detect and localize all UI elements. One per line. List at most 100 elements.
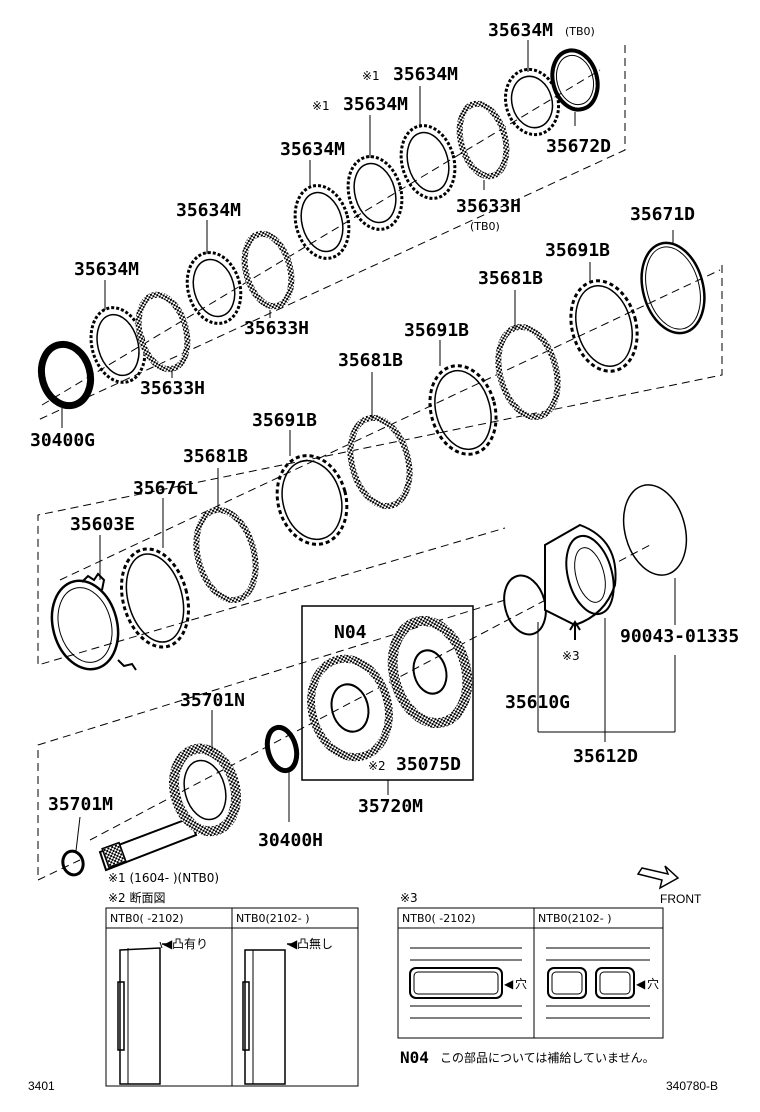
label-35681B-c: 35681B xyxy=(183,446,248,467)
section-table-2-text: NTB0( -2102) NTB0(2102- ) 凸有り 凸無し ◀ ◀ xyxy=(110,912,333,951)
label-35634M-3: 35634M xyxy=(280,139,345,160)
label-35634M-n1a: 35634M xyxy=(393,64,458,85)
label-tb0-b: (TB0) xyxy=(470,220,500,233)
front-label: FRONT xyxy=(660,892,702,906)
label-35681B-a: 35681B xyxy=(478,268,543,289)
table3-col1: NTB0( -2102) xyxy=(402,912,476,925)
disc-35634M-c xyxy=(293,184,351,260)
plate-35633H-tb0 xyxy=(456,100,510,180)
footnote-code: N04 xyxy=(400,1048,429,1067)
o-ring-90043 xyxy=(622,484,688,576)
label-mark3: ※3 xyxy=(562,649,580,663)
front-arrow: FRONT xyxy=(636,865,702,906)
label-35603E: 35603E xyxy=(70,514,135,535)
ring-35672D xyxy=(550,48,600,112)
plate-35691B-b xyxy=(428,364,498,456)
label-35671D: 35671D xyxy=(630,204,695,225)
plate-35676L xyxy=(119,547,191,649)
label-35633H-tb0: 35633H xyxy=(456,196,521,217)
label-30400H: 30400H xyxy=(258,830,323,851)
footer-right: 340780-B xyxy=(666,1079,718,1093)
label-N04: N04 xyxy=(334,622,367,643)
label-30400G: 30400G xyxy=(30,430,95,451)
notes: ※1 (1604- )(NTB0) ※2 断面図 ※3 xyxy=(108,871,418,905)
label-35691B-a: 35691B xyxy=(545,240,610,261)
table2-label1: 凸有り xyxy=(172,937,208,951)
plate-35691B-c xyxy=(569,279,639,373)
top-clutch-pack xyxy=(37,48,600,410)
footer: 3401 340780-B xyxy=(28,1079,718,1093)
drum-35612D xyxy=(544,523,617,627)
table3-label2: 穴 xyxy=(647,976,659,991)
section-table-3-text: NTB0( -2102) NTB0(2102- ) ◀ 穴 ◀ 穴 xyxy=(402,912,659,991)
disc-35634M-d xyxy=(346,155,404,231)
hole-split-a xyxy=(547,967,587,999)
ring-35671D xyxy=(640,241,706,335)
note-1: ※1 (1604- )(NTB0) xyxy=(108,871,219,885)
gear-35701N xyxy=(169,743,241,837)
label-mark1-b: ※1 xyxy=(312,99,330,113)
label-35612D: 35612D xyxy=(573,746,638,767)
seal-35610G xyxy=(503,574,547,636)
table3-label1: 穴 xyxy=(515,976,527,991)
plate-35681B-b xyxy=(347,414,413,510)
label-35634M-4: 35634M xyxy=(176,200,241,221)
label-35691B-b: 35691B xyxy=(404,320,469,341)
snap-ring-30400G xyxy=(37,340,95,410)
ring-gear-35075D xyxy=(387,615,473,729)
label-35633H-b: 35633H xyxy=(140,378,205,399)
label-35672D: 35672D xyxy=(546,136,611,157)
front-arrow-icon xyxy=(636,865,680,890)
label-35701N: 35701N xyxy=(180,690,245,711)
washer-35701M xyxy=(61,849,85,877)
label-35634M-n1b: 35634M xyxy=(343,94,408,115)
label-tb0-a: (TB0) xyxy=(565,25,595,38)
note-3: ※3 xyxy=(400,891,418,905)
label-35610G: 35610G xyxy=(505,692,570,713)
label-mark2: ※2 xyxy=(368,759,386,773)
section-with-bump xyxy=(117,947,161,1085)
plate-35681B-c xyxy=(495,323,561,421)
plate-35633H-a xyxy=(135,291,191,373)
leader-lines xyxy=(61,40,676,852)
arrow-left-icon-4: ◀ xyxy=(636,977,646,991)
carrier-35603E xyxy=(50,579,120,671)
arrow-mark3 xyxy=(569,620,581,640)
table2-col1: NTB0( -2102) xyxy=(110,912,184,925)
disc-35634M-e xyxy=(399,124,457,200)
lower-assembly xyxy=(61,484,688,877)
plate-35681B-a xyxy=(193,506,259,604)
disc-35634M-b xyxy=(185,251,243,325)
hole-wide xyxy=(409,967,503,999)
washer-30400H xyxy=(264,724,300,774)
arrow-left-icon-3: ◀ xyxy=(504,977,514,991)
table2-label2: 凸無し xyxy=(297,936,333,951)
section-without-bump xyxy=(242,949,286,1085)
footer-left: 3401 xyxy=(28,1079,55,1093)
label-35634M-tb0: 35634M xyxy=(488,20,553,41)
table3-col2: NTB0(2102- ) xyxy=(538,912,612,925)
planetary-N04 xyxy=(307,654,393,762)
plate-35633H-b xyxy=(241,230,295,310)
label-35720M: 35720M xyxy=(358,796,423,817)
label-35691B-c: 35691B xyxy=(252,410,317,431)
part-labels: 35634M (TB0) ※1 35634M ※1 35634M 35672D … xyxy=(30,20,739,851)
label-35634M-5: 35634M xyxy=(74,259,139,280)
hole-split-b xyxy=(595,967,635,999)
footnote: N04 この部品については補給していません。 xyxy=(400,1048,655,1067)
plate-35691B-a xyxy=(275,454,349,546)
disc-35634M-tb0 xyxy=(503,67,561,137)
label-mark1-a: ※1 xyxy=(362,69,380,83)
middle-clutch-pack xyxy=(50,241,706,671)
label-35681B-b: 35681B xyxy=(338,350,403,371)
label-35633H-a: 35633H xyxy=(244,318,309,339)
table2-col2: NTB0(2102- ) xyxy=(236,912,310,925)
section-table-3 xyxy=(397,907,664,1039)
section-table-2 xyxy=(105,907,359,1087)
note-2: ※2 断面図 xyxy=(108,890,166,905)
label-90043-01335: 90043-01335 xyxy=(620,626,739,647)
label-35701M: 35701M xyxy=(48,794,113,815)
label-35676L: 35676L xyxy=(133,478,198,499)
label-35075D: 35075D xyxy=(396,754,461,775)
